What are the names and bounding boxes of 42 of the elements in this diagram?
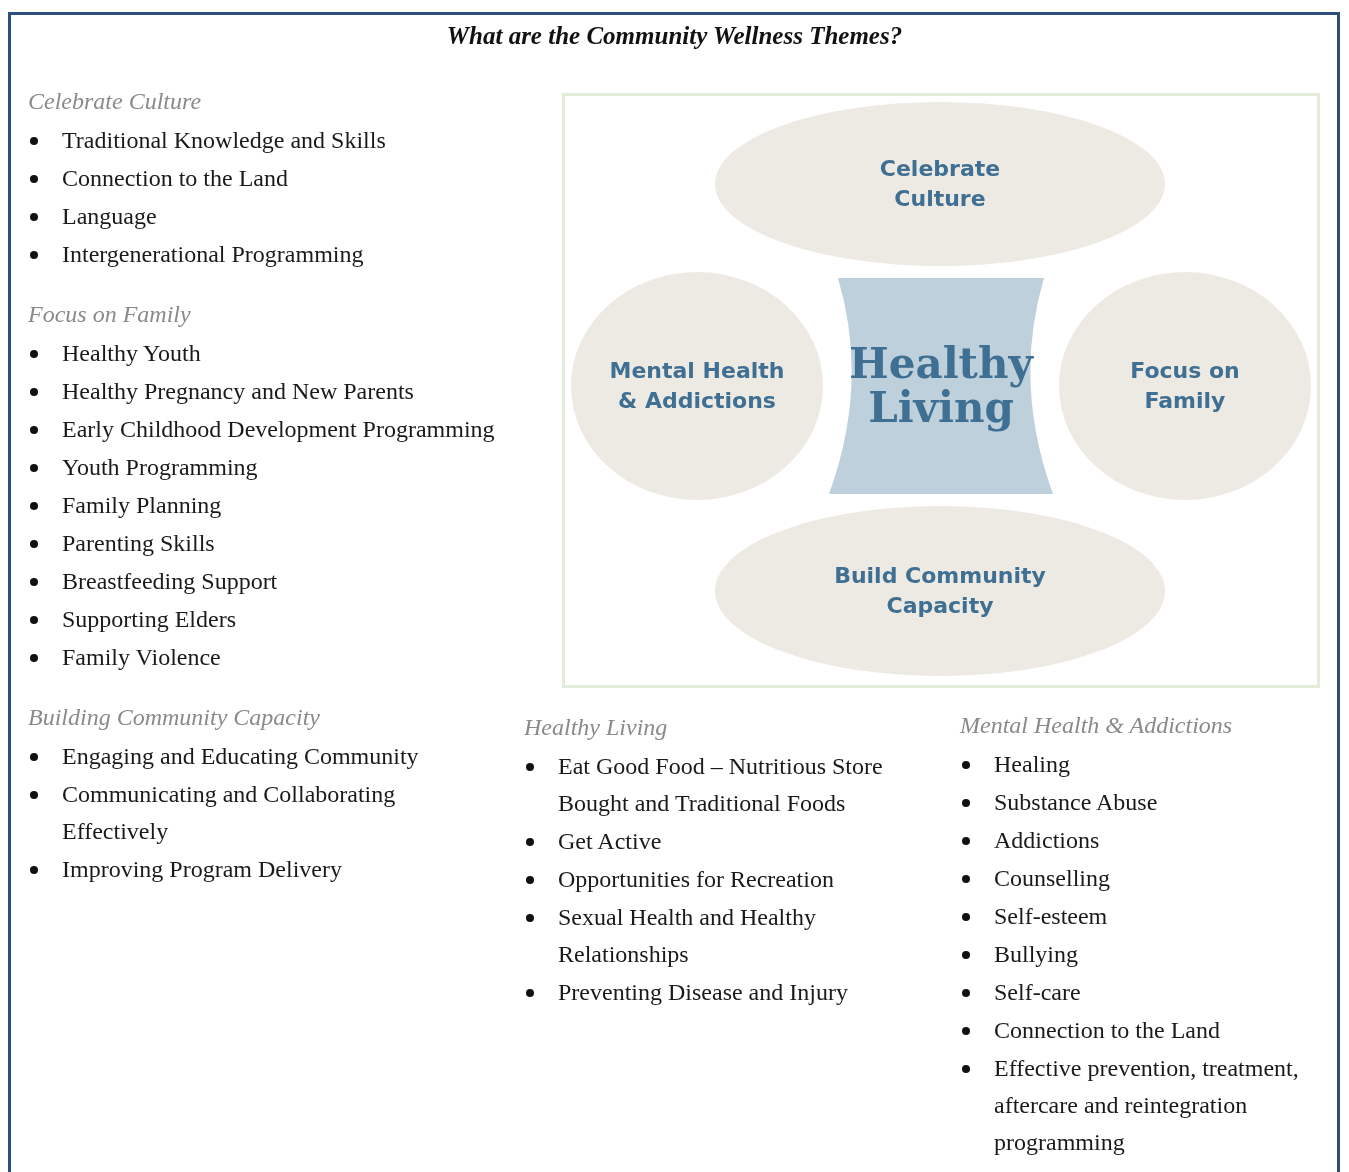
center-title: Healthy Living bbox=[848, 342, 1035, 430]
list-item-text: Opportunities for Recreation bbox=[558, 866, 834, 892]
theme-label: Build Community Capacity bbox=[833, 562, 1047, 620]
list-item-text: Family Planning bbox=[62, 492, 222, 518]
list-item-text: Breastfeeding Support bbox=[62, 568, 278, 594]
list-item-text: Language bbox=[62, 203, 157, 229]
list-item-text: Family Violence bbox=[62, 644, 221, 670]
list-item-text: Healthy Youth bbox=[62, 340, 201, 366]
list-item-text: Connection to the Land bbox=[62, 165, 288, 191]
center-shape bbox=[829, 278, 1053, 494]
list-item-text: Traditional Knowledge and Skills bbox=[62, 127, 386, 153]
list-item-text: Sexual Health and Healthy Relationships bbox=[558, 904, 816, 967]
list-item-text: Connection to the Land bbox=[994, 1017, 1220, 1043]
list-item-text: Effective prevention, treatment, aftercare and reintegration programming bbox=[994, 1055, 1299, 1155]
list-item-text: Counselling bbox=[994, 865, 1110, 891]
list-item-text: Addictions bbox=[994, 827, 1100, 853]
list-item-text: Healing bbox=[994, 751, 1070, 777]
list-item-text: Parenting Skills bbox=[62, 530, 215, 556]
list-item-text: Substance Abuse bbox=[994, 789, 1158, 815]
list-item-text: Self-care bbox=[994, 979, 1081, 1005]
list-item-text: Supporting Elders bbox=[62, 606, 236, 632]
section-heading: Mental Health & Addictions bbox=[960, 711, 1234, 740]
list-item-text: Preventing Disease and Injury bbox=[558, 979, 848, 1005]
list-item-text: Intergenerational Programming bbox=[62, 241, 364, 267]
list-item-text: Eat Good Food – Nutritious Store Bought and Traditional Foods bbox=[558, 753, 883, 816]
list-item-text: Get Active bbox=[558, 828, 662, 854]
section-heading: Focus on Family bbox=[28, 300, 192, 329]
section-heading: Healthy Living bbox=[524, 713, 669, 742]
list-item-text: Engaging and Educating Community bbox=[62, 743, 419, 769]
list-item-text: Early Childhood Development Programming bbox=[62, 416, 495, 442]
list-item-text: Self-esteem bbox=[994, 903, 1108, 929]
theme-label: Mental Health & Addictions bbox=[608, 357, 786, 415]
list-item-text: Bullying bbox=[994, 941, 1078, 967]
list-item-text: Youth Programming bbox=[62, 454, 258, 480]
list-item-text: Improving Program Delivery bbox=[62, 856, 342, 882]
list-item-text: Communicating and Collaborating Effectively bbox=[62, 781, 396, 844]
theme-label: Focus on Family bbox=[1129, 357, 1241, 415]
list-item-text: Healthy Pregnancy and New Parents bbox=[62, 378, 414, 404]
section-heading: Building Community Capacity bbox=[28, 703, 321, 732]
theme-label: Celebrate Culture bbox=[878, 155, 1002, 213]
section-heading: Celebrate Culture bbox=[28, 87, 203, 116]
title: What are the Community Wellness Themes? bbox=[445, 22, 904, 50]
